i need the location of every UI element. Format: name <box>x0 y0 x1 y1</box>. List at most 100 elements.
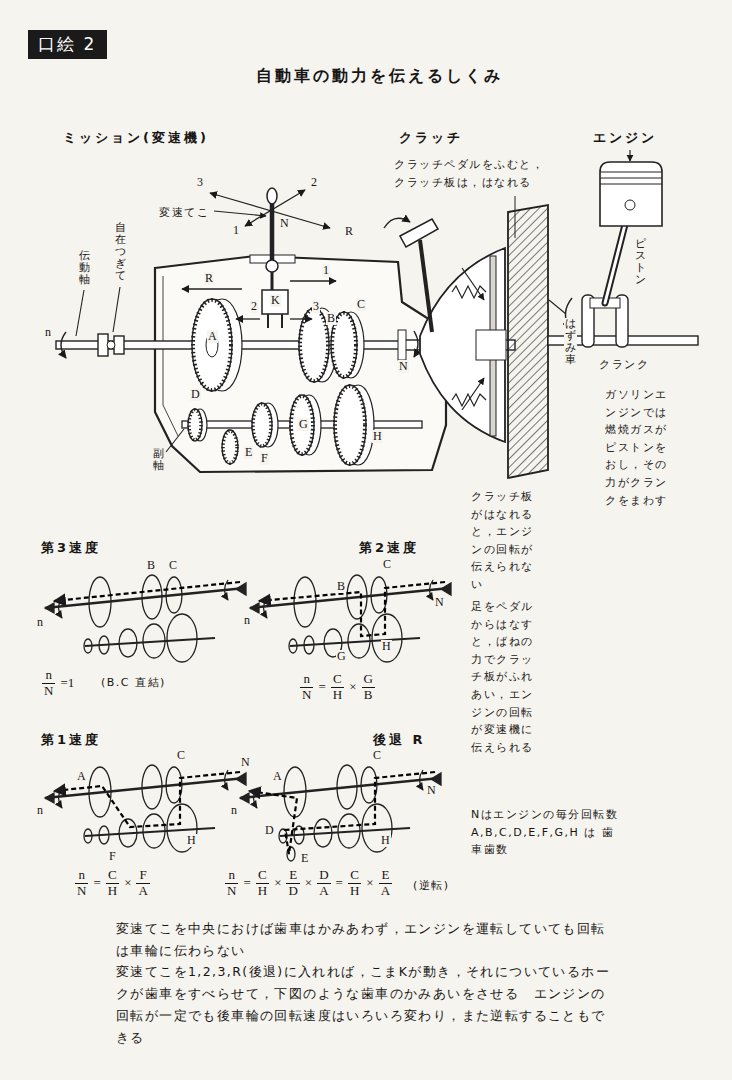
drawing-line <box>290 280 336 281</box>
drawing-path <box>163 276 178 436</box>
letter-label: C <box>168 559 178 572</box>
letter-label: F <box>108 850 117 863</box>
letter-label: G <box>298 418 309 431</box>
formula-operator: × <box>303 876 314 891</box>
letter-label: D <box>264 824 275 837</box>
formula-term: H <box>348 883 361 899</box>
formula-term: D <box>317 868 330 883</box>
section-heading: 第2速度 <box>358 540 420 556</box>
letter-label: 1 <box>232 224 240 237</box>
drawing-g <box>45 765 246 852</box>
formula-term: n <box>226 868 237 883</box>
letter-label: D <box>190 388 201 401</box>
formula: nN=CH×FA <box>75 868 150 899</box>
section-heading: エンジン <box>592 130 658 146</box>
letter-label: B <box>146 559 156 572</box>
drawing-use <box>250 575 451 662</box>
letter-label: A <box>207 330 218 343</box>
fraction: CH <box>348 868 361 899</box>
formula-term: N <box>42 683 55 699</box>
fraction: nN <box>42 668 55 699</box>
fraction: ED <box>286 868 299 899</box>
formula-operator: = <box>241 876 252 891</box>
formula-term: E <box>379 868 391 883</box>
drawing-path <box>155 256 446 472</box>
letter-label: N <box>279 217 290 230</box>
fraction: EA <box>379 868 392 899</box>
letter-label: C <box>176 749 186 762</box>
note-text: Nはエンジンの毎分回転数 A,B,C,D,E,F,G,H は 歯車歯数 <box>470 806 622 859</box>
formula-term: C <box>106 868 119 883</box>
letter-label: R <box>204 272 214 285</box>
body-paragraph: 変速てこを1,2,3,R(後退)に入れれば，こまKが動き，それについているホー … <box>115 961 623 1049</box>
note-text: クランク <box>598 356 650 374</box>
letter-label: n <box>230 804 238 817</box>
section-heading: クラッチ <box>398 130 464 146</box>
letter-label: n <box>44 326 52 339</box>
letter-label: 3 <box>196 176 204 189</box>
drawing-circle <box>107 341 115 349</box>
letter-label: K <box>270 294 281 307</box>
letter-label: E <box>300 852 309 865</box>
note-text: クラッチ板 がはなれる と，エンジ ンの回転が 伝えられな い <box>470 488 544 594</box>
part-label: はずみ車 <box>564 318 577 366</box>
drawing-g <box>250 575 451 662</box>
drawing-ellipse <box>188 409 202 441</box>
drawing-line <box>76 290 84 336</box>
letter-label: n <box>243 614 251 627</box>
drawing-line <box>629 150 630 161</box>
letter-label: C <box>356 298 366 311</box>
section-heading: 後退 R <box>372 732 427 748</box>
formula-operator: = <box>334 876 345 891</box>
box-text: 口絵 2 <box>38 33 97 56</box>
formula-operator: × <box>122 876 133 891</box>
letter-label: C <box>372 749 382 762</box>
drawing-line <box>462 268 484 300</box>
drawing-ellipse <box>252 403 272 447</box>
drawing-line <box>236 318 260 319</box>
formula-term: B <box>362 687 375 703</box>
formula-term: N <box>300 687 313 703</box>
drawing-use <box>240 765 441 852</box>
body-paragraph: 変速てこを中央におけば歯車はかみあわず，エンジンを運転していても回転 は車輪に伝… <box>115 918 623 962</box>
drawing-rect <box>262 290 288 314</box>
drawing-path <box>249 772 435 854</box>
letter-label: N <box>434 596 445 609</box>
part-label: 副軸 <box>152 448 165 472</box>
formula-operator: × <box>272 876 283 891</box>
formula-operator: × <box>364 876 375 891</box>
drawing-ellipse <box>189 410 201 440</box>
formula-term: C <box>256 868 269 883</box>
drawing-ellipse <box>267 188 277 204</box>
drawing-line <box>290 318 312 319</box>
drawing-line <box>271 272 274 290</box>
section-heading: 第3速度 <box>40 540 102 556</box>
drawing-use <box>45 765 246 852</box>
drawing-path <box>54 582 240 601</box>
letter-label: 3 <box>312 300 320 313</box>
letter-label: B <box>336 580 346 593</box>
formula-term: n <box>301 672 312 687</box>
formula-term: C <box>348 868 361 883</box>
letter-label: n <box>36 616 44 629</box>
formula-term: D <box>286 883 299 899</box>
formula-term: G <box>361 672 374 687</box>
drawing-ellipse <box>253 404 271 446</box>
letter-label: E <box>244 446 253 459</box>
drawing-path <box>600 172 662 184</box>
note-text: 足をペダル からはなす と，ばねの 力でクラッ チ板がふれ あい，エン ジンの回… <box>470 598 544 756</box>
drawing-line <box>245 190 305 226</box>
drawing-path <box>600 162 662 226</box>
fraction: CH <box>256 868 269 899</box>
drawing-line <box>270 196 275 262</box>
formula-operator: =1 <box>58 676 76 691</box>
letter-label: N <box>398 360 409 373</box>
page-title: 自動車の動力を伝えるしくみ <box>256 66 503 87</box>
fraction: nN <box>75 868 88 899</box>
drawing-rect <box>398 330 406 360</box>
drawing-ellipse <box>300 309 328 381</box>
letter-label: F <box>260 452 269 465</box>
drawing-g <box>240 765 441 861</box>
letter-label: A <box>272 770 283 783</box>
drawing-rect <box>476 330 506 360</box>
